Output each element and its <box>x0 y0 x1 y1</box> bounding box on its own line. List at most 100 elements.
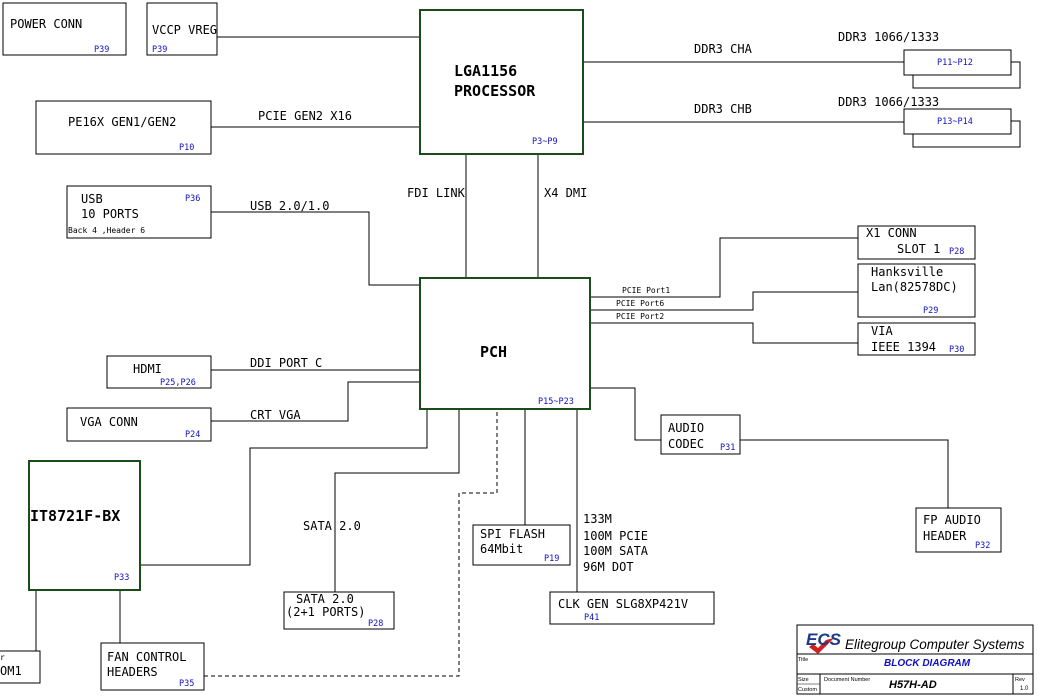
ddr3-speed-b: DDR3 1066/1333 <box>838 95 939 109</box>
ddi-label: DDI PORT C <box>250 356 322 370</box>
connections <box>35 36 949 677</box>
lan-line2: Lan(82578DC) <box>871 280 958 294</box>
diagram-title: BLOCK DIAGRAM <box>884 658 971 669</box>
block-clk-gen: CLK GEN SLG8XP421V P41 <box>549 591 715 625</box>
lan-line1: Hanksville <box>871 265 943 279</box>
title-field-label: Title <box>798 657 808 663</box>
cpu-line2: PROCESSOR <box>454 82 536 100</box>
spi-line1: SPI FLASH <box>480 527 545 541</box>
x1-conn-line1: X1 CONN <box>866 226 917 240</box>
vccp-vreg-page: P39 <box>152 45 167 55</box>
document-number: H57H-AD <box>889 679 937 691</box>
line-pcie-port1 <box>590 237 858 298</box>
fdi-label: FDI LINK <box>407 186 466 200</box>
cpu-page: P3~P9 <box>532 137 558 147</box>
via-page: P30 <box>949 345 964 355</box>
block-ddr-b: P13~P14 <box>903 108 1021 148</box>
cpu-line1: LGA1156 <box>454 62 517 80</box>
title-block: ECS Elitegroup Computer Systems Title BL… <box>796 624 1034 695</box>
block-audio: AUDIO CODEC P31 <box>660 414 741 455</box>
power-conn-label: POWER CONN <box>10 17 82 31</box>
clk-freq-2: 100M PCIE <box>583 529 648 543</box>
spi-line2: 64Mbit <box>480 542 523 556</box>
block-pch: PCH P15~P23 <box>419 277 591 410</box>
line-pcie-port2 <box>590 322 858 344</box>
crt-label: CRT VGA <box>250 408 301 422</box>
line-usb-pch <box>211 211 420 286</box>
line-fan-dashed <box>204 409 498 677</box>
audio-line1: AUDIO <box>668 421 704 435</box>
company-name: Elitegroup Computer Systems <box>845 637 1025 652</box>
block-vccp-vreg: VCCP VREG P39 <box>146 2 218 56</box>
line-pcie-port6 <box>590 291 858 311</box>
com-line1: r <box>0 653 5 662</box>
ddr3-cha-label: DDR3 CHA <box>694 42 753 56</box>
ddr3-speed-a: DDR3 1066/1333 <box>838 30 939 44</box>
rev-field-label: Rev <box>1015 677 1025 683</box>
pch-page: P15~P23 <box>538 397 574 407</box>
clk-gen-page: P41 <box>584 613 599 623</box>
pcie-port2-label: PCIE Port2 <box>616 312 664 321</box>
block-sata: SATA 2.0 (2+1 PORTS) P28 <box>283 591 395 630</box>
line-sata <box>334 409 460 592</box>
fan-page: P35 <box>179 679 194 689</box>
block-cpu: LGA1156 PROCESSOR P3~P9 <box>419 9 584 155</box>
clk-freq-1: 133M <box>583 512 612 526</box>
hdmi-page: P25,P26 <box>160 378 196 388</box>
vga-page: P24 <box>185 430 200 440</box>
block-usb: USB 10 PORTS Back 4 ,Header 6 P36 <box>66 185 212 239</box>
fp-audio-line1: FP AUDIO <box>923 513 981 527</box>
via-line1: VIA <box>871 324 893 338</box>
dmi-label: X4 DMI <box>544 186 587 200</box>
pe16x-page: P10 <box>179 143 194 153</box>
block-it8721: IT8721F-BX P33 <box>28 460 141 591</box>
block-ddr-a: P11~P12 <box>903 49 1021 89</box>
it8721-label: IT8721F-BX <box>30 507 120 525</box>
block-vga: VGA CONN P24 <box>66 407 212 442</box>
ecs-logo-text: ECS <box>806 630 842 649</box>
block-x1-conn: X1 CONN SLOT 1 P28 <box>857 225 976 260</box>
lan-page: P29 <box>923 306 938 316</box>
line-lpc-it8721 <box>140 409 428 566</box>
block-pe16x: PE16X GEN1/GEN2 P10 <box>35 100 212 155</box>
hdmi-label: HDMI <box>133 362 162 376</box>
pcie-port1-label: PCIE Port1 <box>622 286 670 295</box>
block-spi: SPI FLASH 64Mbit P19 <box>472 524 571 566</box>
pe16x-label: PE16X GEN1/GEN2 <box>68 115 176 129</box>
ddr3-chb-label: DDR3 CHB <box>694 102 752 116</box>
vccp-vreg-label: VCCP VREG <box>152 23 217 37</box>
via-line2: IEEE 1394 <box>871 340 936 354</box>
com-line2: OM1 <box>0 664 22 678</box>
sata-block-line1: SATA 2.0 <box>296 592 354 606</box>
vga-label: VGA CONN <box>80 415 138 429</box>
power-conn-page: P39 <box>94 45 109 55</box>
line-audio-fp <box>740 439 949 508</box>
line-crt <box>211 381 420 422</box>
block-fp-audio: FP AUDIO HEADER P32 <box>915 507 1002 553</box>
fan-line1: FAN CONTROL <box>107 650 186 664</box>
block-via: VIA IEEE 1394 P30 <box>857 322 976 356</box>
it8721-page: P33 <box>114 573 129 583</box>
ecs-logo-icon <box>809 638 834 654</box>
fan-line2: HEADERS <box>107 665 158 679</box>
fp-audio-line2: HEADER <box>923 529 967 543</box>
fp-audio-page: P32 <box>975 541 990 551</box>
clk-gen-label: CLK GEN SLG8XP421V <box>558 597 688 611</box>
usb-line1: USB <box>81 192 103 206</box>
usb-page: P36 <box>185 194 200 204</box>
revision: 1.0 <box>1020 686 1029 692</box>
block-fan: FAN CONTROL HEADERS P35 <box>100 642 205 691</box>
sata-bus-label: SATA 2.0 <box>303 519 361 533</box>
docnum-field-label: Document Number <box>824 677 870 683</box>
sata-block-line2: (2+1 PORTS) <box>286 605 365 619</box>
ddr-a-page: P11~P12 <box>937 58 973 68</box>
block-com: r OM1 <box>0 650 41 684</box>
pcie-port6-label: PCIE Port6 <box>616 299 664 308</box>
block-lan: Hanksville Lan(82578DC) P29 <box>857 263 976 318</box>
clk-freq-3: 100M SATA <box>583 544 649 558</box>
audio-line2: CODEC <box>668 437 704 451</box>
usb-bus-label: USB 2.0/1.0 <box>250 199 329 213</box>
pcie-gen2-label: PCIE GEN2 X16 <box>258 109 352 123</box>
ddr-b-page: P13~P14 <box>937 117 973 127</box>
